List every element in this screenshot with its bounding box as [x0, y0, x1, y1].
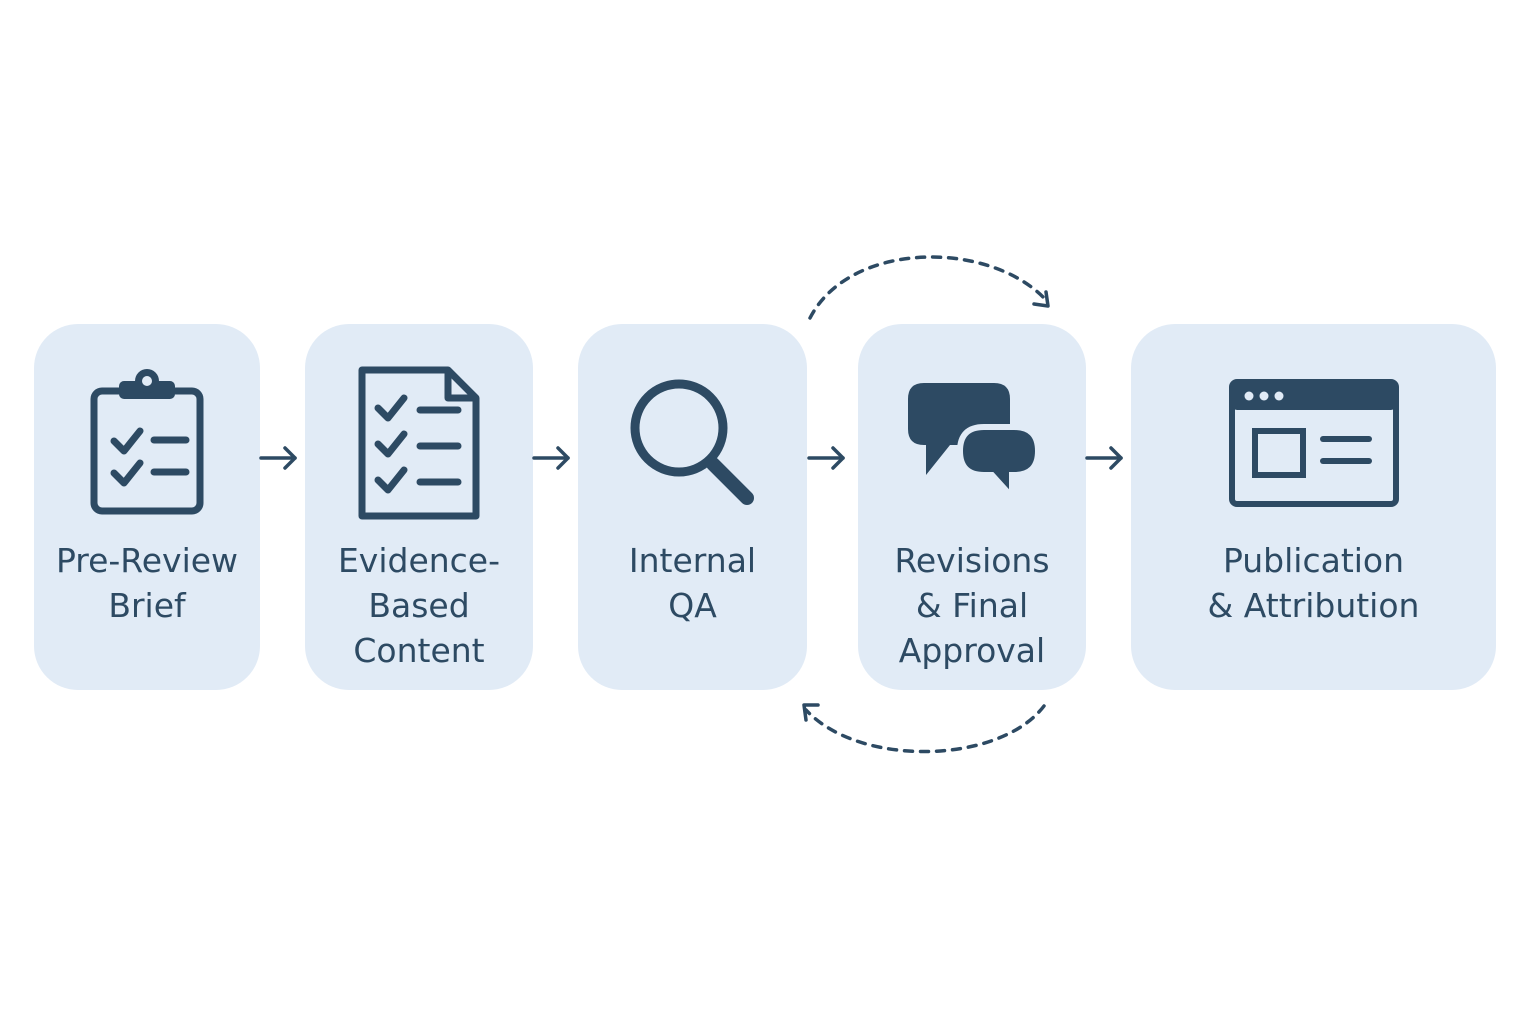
chat-bubbles-icon — [858, 364, 1086, 524]
clipboard-checklist-icon — [34, 364, 260, 524]
browser-window-icon — [1131, 364, 1496, 524]
step-card-revisions-final-approval: Revisions & Final Approval — [858, 324, 1086, 690]
step-label: Pre-Review Brief — [55, 541, 239, 625]
arrow-right-icon — [1085, 446, 1123, 470]
step-label: Publication & Attribution — [1207, 541, 1420, 625]
step-card-pre-review-brief: Pre-Review Brief — [34, 324, 260, 690]
loop-arrow-top — [808, 255, 1048, 320]
arrow-right-icon — [532, 446, 570, 470]
loop-arrow-bottom — [804, 704, 1046, 754]
document-checklist-icon — [305, 364, 533, 524]
loop-arrowhead-bottom — [802, 703, 820, 722]
step-label: Evidence- Based Content — [337, 541, 501, 670]
magnifier-icon — [578, 364, 807, 524]
step-card-publication-attribution: Publication & Attribution — [1131, 324, 1496, 690]
step-label: Revisions & Final Approval — [894, 541, 1050, 670]
loop-arrowhead-top — [1032, 290, 1050, 308]
arrow-right-icon — [259, 446, 297, 470]
arrow-right-icon — [807, 446, 845, 470]
step-card-evidence-based-content: Evidence- Based Content — [305, 324, 533, 690]
step-label: Internal QA — [628, 541, 757, 625]
step-card-internal-qa: Internal QA — [578, 324, 807, 690]
